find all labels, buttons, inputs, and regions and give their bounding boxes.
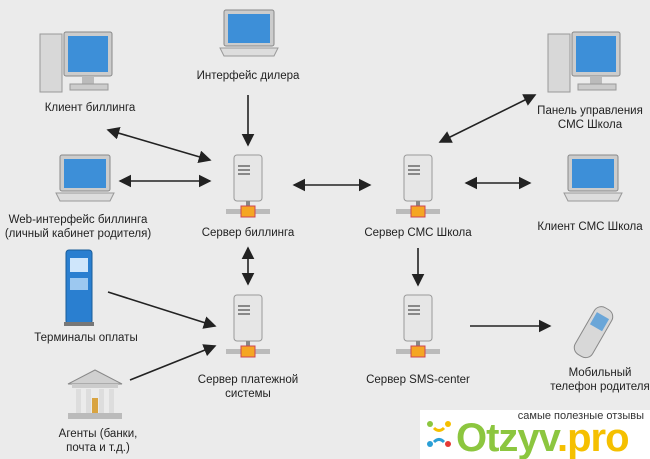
brand-name: Otzyv (456, 416, 558, 459)
brand-tld: .pro (556, 416, 630, 459)
laptop-icon (219, 9, 279, 57)
label-line: Агенты (банки, (58, 428, 138, 440)
label-sms-client: Клиент СМС Школа (537, 221, 643, 233)
label-line: телефон родителя (550, 381, 650, 393)
label-billing-client: Клиент биллинга (44, 102, 136, 114)
label-line: почта и т.д.) (66, 442, 130, 454)
label-sms-server: Сервер СМС Школа (364, 227, 472, 239)
server-icon (226, 154, 270, 218)
label-smsc-server: Сервер SMS-center (366, 374, 470, 386)
payment-terminal-icon (64, 249, 94, 326)
laptop-icon (55, 154, 115, 202)
arrow-agents-payment (129, 344, 217, 381)
mobile-phone-icon (573, 306, 614, 359)
label-line: Сервер платежной (197, 374, 299, 386)
label-line: (личный кабинет родителя) (4, 228, 152, 240)
bank-building-icon (67, 369, 123, 419)
label-line: системы (225, 388, 271, 400)
label-line: Web-интерфейс биллинга (8, 214, 148, 226)
arrow-panel-sms-server (438, 94, 537, 143)
label-line: СМС Школа (557, 119, 623, 131)
watermark-tagline: самые полезные отзывы (517, 410, 644, 422)
laptop-icon (563, 154, 623, 202)
label-billing-server: Сервер биллинга (201, 227, 295, 239)
watermark: самые полезные отзывы Otzyv.pro (420, 410, 650, 459)
server-icon (396, 294, 440, 358)
otzyv-logo-icon (427, 421, 451, 447)
label-line: Мобильный (568, 367, 632, 379)
watermark-brand: Otzyv.pro (456, 416, 630, 459)
label-payment-server: Сервер платежной системы (198, 373, 298, 401)
arrow-billing-client-server (106, 127, 212, 163)
desktop-computer-icon (547, 31, 621, 93)
label-web-interface: Web-интерфейс биллинга (личный кабинет ро… (5, 213, 151, 241)
label-terminals: Терминалы оплаты (34, 332, 138, 344)
label-dealer-interface: Интерфейс дилера (196, 70, 300, 82)
server-icon (226, 294, 270, 358)
desktop-computer-icon (39, 31, 113, 93)
arrow-terminal-payment (107, 291, 217, 329)
label-line: Панель управления (537, 105, 643, 117)
label-agents: Агенты (банки, почта и т.д.) (59, 427, 138, 455)
label-phone: Мобильный телефон родителя (550, 366, 649, 394)
server-icon (396, 154, 440, 218)
